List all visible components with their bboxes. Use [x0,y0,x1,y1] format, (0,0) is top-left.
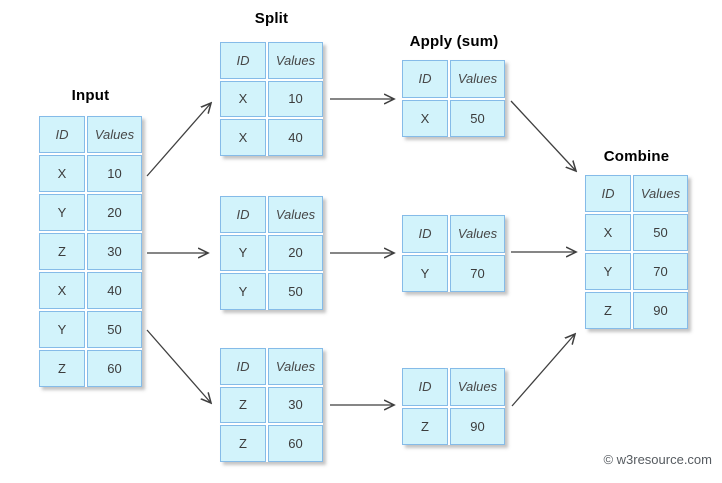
header-cell: Values [450,215,505,253]
table-cell: 40 [268,119,323,156]
header-cell: ID [402,215,448,253]
table-cell: Z [39,233,85,270]
table-cell: Z [220,386,266,424]
table-cell: X [39,272,85,309]
table-cell: 10 [87,155,142,192]
table-cell: Y [585,253,631,290]
split-stage-title: Split [254,10,289,27]
header-cell: ID [585,175,631,212]
watermark: © w3resource.com [603,452,712,467]
table-cell: 40 [87,272,142,309]
header-cell: Values [268,42,323,79]
table-cell: 70 [633,253,688,290]
table-cell: 10 [268,80,323,118]
table-cell: Z [220,425,266,462]
table-cell: 20 [87,194,142,231]
table-cell: Y [39,311,85,348]
table-cell: Z [402,407,448,445]
arrow-apply-z-to-combine [511,334,575,407]
arrow-input-to-split-x [146,103,211,177]
header-cell: Values [633,175,688,212]
table-cell: 90 [633,292,688,329]
header-cell: Values [87,116,142,153]
table-cell: Y [220,273,266,310]
combine-stage-title: Combine [603,148,670,165]
table-cell: 50 [633,214,688,251]
table-cell: 60 [87,350,142,387]
table-cell: 50 [450,99,505,137]
header-cell: ID [220,42,266,79]
table-cell: Y [220,234,266,272]
table-cell: 90 [450,407,505,445]
header-cell: ID [402,60,448,98]
table-cell: 50 [87,311,142,348]
header-cell: Values [268,348,323,385]
table-cell: Z [585,292,631,329]
table-cell: 60 [268,425,323,462]
header-cell: Values [450,60,505,98]
apply-stage-title: Apply (sum) [409,33,499,50]
arrow-apply-x-to-combine [510,100,576,171]
table-cell: X [39,155,85,192]
table-cell: X [585,214,631,251]
table-cell: 30 [87,233,142,270]
header-cell: Values [268,196,323,233]
table-cell: X [220,80,266,118]
header-cell: ID [220,348,266,385]
table-cell: 20 [268,234,323,272]
table-cell: Z [39,350,85,387]
arrow-input-to-split-z [146,329,211,403]
table-cell: Y [402,254,448,292]
table-cell: 50 [268,273,323,310]
table-cell: 70 [450,254,505,292]
input-stage-title: Input [71,87,110,104]
table-cell: X [402,99,448,137]
table-cell: Y [39,194,85,231]
header-cell: ID [220,196,266,233]
table-cell: 30 [268,386,323,424]
header-cell: ID [39,116,85,153]
header-cell: Values [450,368,505,406]
table-cell: X [220,119,266,156]
header-cell: ID [402,368,448,406]
